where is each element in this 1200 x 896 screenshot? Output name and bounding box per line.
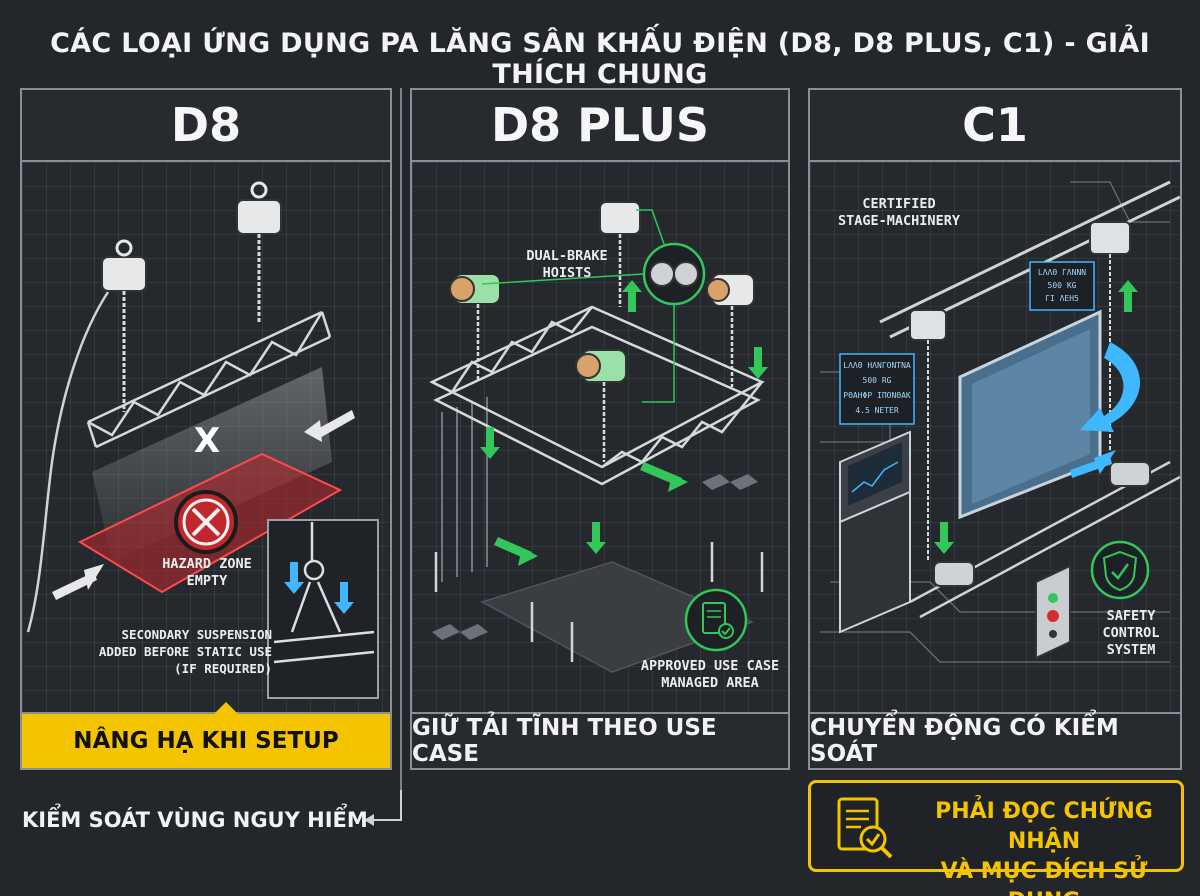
control-panel-icon [839,430,911,634]
panel-d8-plus-header: D8 PLUS [412,90,788,162]
panel-d8-footer-label: NÂNG HẠ KHI SETUP [73,728,339,754]
hoist-icon [706,273,755,387]
hoist-icon [575,349,627,462]
chevron-marking [432,474,758,640]
footer-notch [214,702,238,714]
load-tag-b: LΛΛΘ ΗΛΝΓΟΝΤΝΑ 500 RG ΡΘΑΗΦΡ ΙΠΟΝΘΑΚ 4.5… [843,361,911,415]
certificate-note: PHẢI ĐỌC CHỨNG NHẬN VÀ MỤC ĐÍCH SỬ DỤNG [808,780,1184,896]
hazard-zone-label: HAZARD ZONE EMPTY [162,556,252,589]
document-check-icon [684,588,748,652]
panel-separator [400,88,402,800]
hoist-icon [599,201,641,307]
truss-icon [86,310,332,449]
panel-d8-plus-footer: GIỮ TẢI TĨNH THEO USE CASE [412,712,788,768]
approved-use-case-label: APPROVED USE CASE MANAGED AREA [640,658,780,691]
panel-c1: C1 [808,88,1182,770]
screen-icon [958,309,1102,520]
page-title: CÁC LOẠI ỨNG DỤNG PA LĂNG SÂN KHẤU ĐIỆN … [50,28,1150,90]
panel-d8-plus: D8 PLUS [410,88,790,770]
hoist-icon [909,309,947,562]
c1-illustration [820,180,1180,663]
arrow-icon [934,280,1138,554]
secondary-suspension-label: SECONDARY SUSPENSION ADDED BEFORE STATIC… [98,627,272,676]
panel-d8-header: D8 [22,90,390,162]
hoist-icon [236,181,282,322]
secondary-suspension-inset [267,519,379,699]
arrow-icon [52,564,104,600]
panel-c1-scene: CERTIFIED STAGE-MACHINERY LΛΛΘ ΓΛΝΝΝ 500… [810,162,1180,714]
certificate-note-text: PHẢI ĐỌC CHỨNG NHẬN VÀ MỤC ĐÍCH SỬ DỤNG [935,799,1153,896]
arrow-icon [1070,342,1140,478]
shield-check-icon [1090,540,1150,600]
hazard-x-icon [174,490,238,554]
hazard-x-mark: X [193,421,221,461]
caption-connector [364,790,402,826]
d8-illustration [26,181,379,699]
arrow-icon [284,562,304,594]
power-cable [26,291,110,633]
panel-d8: D8 [20,88,392,770]
certificate-icon [837,797,893,859]
panel-c1-header: C1 [810,90,1180,162]
safety-control-label: SAFETY CONTROL SYSTEM [1102,608,1160,658]
load-tag-a: LΛΛΘ ΓΛΝΝΝ 500 KG ΓΙ ΛΕΗ5 [1037,268,1087,303]
arrow-icon [304,410,355,442]
hoist-icon [101,239,147,412]
hazard-control-caption: KIỂM SOÁT VÙNG NGUY HIỂM [22,808,368,832]
panel-d8-footer: NÂNG HẠ KHI SETUP [22,702,390,768]
panel-d8-plus-scene: DUAL-BRAKE HOISTS APPROVED USE CASE MANA… [412,162,788,714]
arrow-icon [480,280,768,566]
hoist-icon [449,273,501,382]
certified-label: CERTIFIED STAGE-MACHINERY [838,196,960,229]
managed-area-floor [480,561,755,673]
winch-icon [933,461,1151,587]
arrow-icon [334,582,354,614]
truss-icon [429,305,765,486]
panel-c1-footer: CHUYỂN ĐỘNG CÓ KIỂM SOÁT [810,712,1180,768]
d8-plus-illustration [429,201,768,673]
brake-disc-icon [642,242,706,306]
panel-d8-scene: X HAZARD ZONE EMPTY SECONDARY SUSPENSION… [22,162,390,714]
dual-brake-label: DUAL-BRAKE HOISTS [526,248,608,281]
safety-control-box [1035,564,1071,660]
